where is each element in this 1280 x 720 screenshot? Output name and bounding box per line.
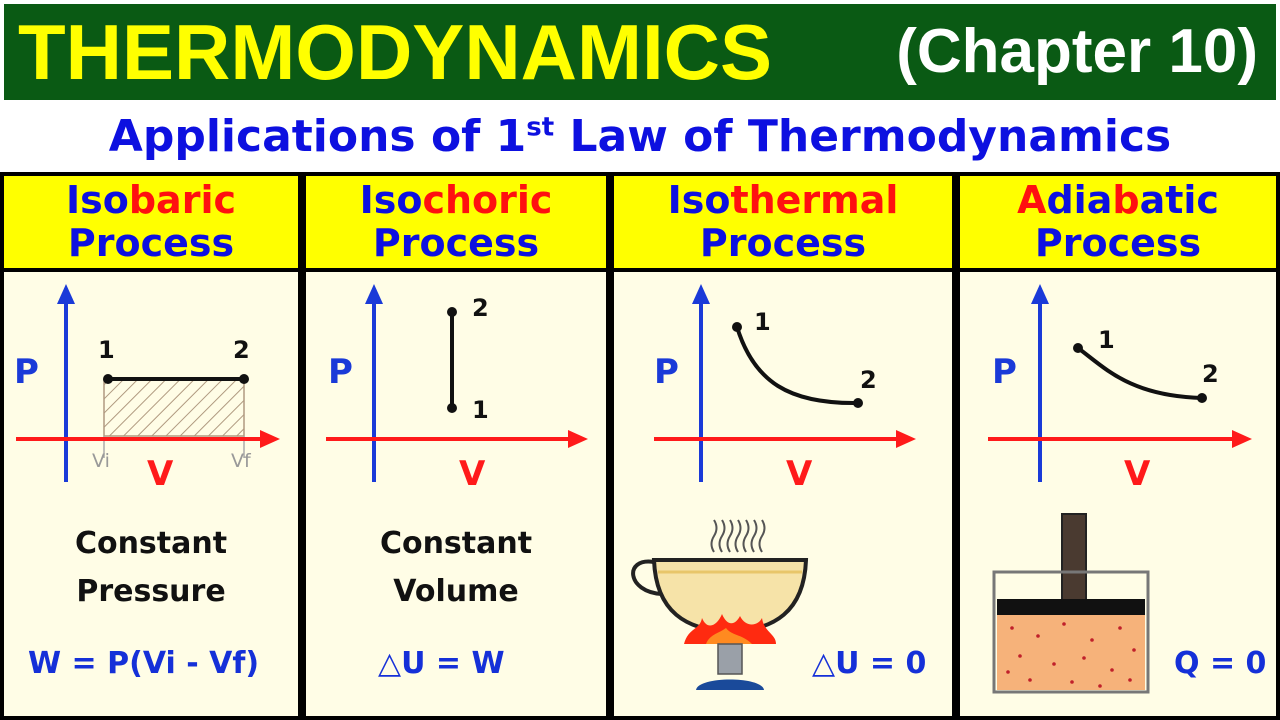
panel-adiabatic: Adiabatic Process [956, 172, 1280, 720]
gas-volume [997, 615, 1145, 690]
isothermal-rest: thermal [730, 178, 899, 222]
v-axis-arrow [896, 430, 916, 448]
p-axis-arrow [57, 284, 75, 304]
isobaric-rest: baric [128, 178, 236, 222]
piston-rod [1061, 513, 1087, 601]
isobaric-desc-line1: Constant [74, 526, 228, 561]
p-axis-arrow [692, 284, 710, 304]
flame-icon [684, 614, 776, 644]
isochoric-process-word: Process [372, 221, 540, 265]
isobaric-formula: W = P(Vi - Vf) [28, 646, 260, 681]
v-axis-label: V [786, 454, 813, 494]
point-label-1: 1 [754, 308, 771, 336]
point-label-1: 1 [98, 336, 115, 364]
adiabatic-part-a: A [1017, 178, 1047, 222]
v-axis-arrow [260, 430, 280, 448]
title-bar: THERMODYNAMICS (Chapter 10) [4, 4, 1276, 100]
subtitle-sup: st [526, 112, 555, 143]
isothermal-prefix: Iso [667, 178, 731, 222]
page-title: THERMODYNAMICS [18, 8, 772, 96]
pv-diagram-adiabatic [988, 284, 1252, 694]
chapter-label: (Chapter 10) [896, 17, 1258, 86]
v-axis-arrow [1232, 430, 1252, 448]
p-axis-arrow [1031, 284, 1049, 304]
panel-isochoric: Isochoric Process P V 2 1 Constant Volum… [302, 172, 610, 720]
state-point-2 [239, 374, 249, 384]
isobaric-desc-line2: Pressure [76, 574, 226, 609]
piston-head [997, 599, 1145, 615]
burner-stem [717, 643, 743, 675]
panel-body-isobaric: P V 1 2 Vi Vf Constant Pressure W = P(Vi… [4, 272, 298, 716]
panel-body-isothermal: P V 1 2 △U = 0 [614, 272, 952, 716]
panel-body-adiabatic: P V 1 2 Q = 0 [960, 272, 1276, 716]
state-point-2 [447, 307, 457, 317]
point-label-2: 2 [233, 336, 250, 364]
state-point-1 [103, 374, 113, 384]
isobaric-description: Constant Pressure [4, 520, 298, 616]
pv-diagram-isothermal [631, 284, 916, 690]
adiabatic-part-b: dia [1046, 178, 1113, 222]
isothermal-process-word: Process [699, 221, 867, 265]
panel-body-isochoric: P V 2 1 Constant Volume △U = W [306, 272, 606, 716]
v-axis-arrow [568, 430, 588, 448]
v-axis-label: V [459, 454, 486, 494]
panel-isobaric: Isobaric Process P [0, 172, 302, 720]
isochoric-description: Constant Volume [306, 520, 606, 616]
panel-header-isothermal: Isothermal Process [614, 176, 952, 268]
pv-diagram-isobaric [16, 284, 280, 482]
adiabat-curve [1076, 346, 1203, 400]
adiabatic-part-c: b [1112, 178, 1140, 222]
p-axis-label: P [992, 352, 1017, 392]
piston-cylinder-icon [992, 513, 1150, 694]
boiling-cup-icon [631, 558, 809, 635]
v-axis-label: V [147, 454, 174, 494]
p-axis-label: P [654, 352, 679, 392]
state-point-2 [1197, 393, 1207, 403]
work-area [103, 379, 245, 437]
isobaric-process-word: Process [67, 221, 235, 265]
adiabatic-formula: Q = 0 [1174, 646, 1267, 681]
point-label-1: 1 [1098, 326, 1115, 354]
isochoric-rest: choric [422, 178, 553, 222]
state-point-1 [1073, 343, 1083, 353]
panel-isothermal: Isothermal Process [610, 172, 956, 720]
flame-core [706, 628, 752, 644]
isotherm-curve [735, 326, 859, 406]
subtitle-pre: Applications of 1 [108, 111, 527, 162]
isobaric-prefix: Iso [65, 178, 129, 222]
p-axis-arrow [365, 284, 383, 304]
panel-header-adiabatic: Adiabatic Process [960, 176, 1276, 268]
p-axis-label: P [14, 352, 39, 392]
panel-header-isobaric: Isobaric Process [4, 176, 298, 268]
isochoric-desc-line2: Volume [393, 574, 519, 609]
pv-diagram-isochoric [326, 284, 588, 482]
adiabatic-process-word: Process [1034, 221, 1202, 265]
tick-label-vf: Vf [231, 450, 251, 472]
process-panels: Isobaric Process P [0, 172, 1280, 720]
gas-particles [1006, 622, 1136, 688]
adiabatic-part-d: atic [1139, 178, 1219, 222]
point-label-2: 2 [472, 294, 489, 322]
isochoric-desc-line1: Constant [379, 526, 533, 561]
point-label-2: 2 [860, 366, 877, 394]
tick-label-vi: Vi [92, 450, 110, 472]
v-axis-label: V [1124, 454, 1151, 494]
burner-base [696, 679, 764, 690]
p-axis-label: P [328, 352, 353, 392]
point-label-1: 1 [472, 396, 489, 424]
point-label-2: 2 [1202, 360, 1219, 388]
state-point-1 [732, 322, 742, 332]
state-point-1 [447, 403, 457, 413]
state-point-2 [853, 398, 863, 408]
isochoric-formula: △U = W [378, 646, 505, 681]
cylinder-wall [992, 570, 1150, 694]
steam-icon [710, 519, 766, 553]
panel-header-isochoric: Isochoric Process [306, 176, 606, 268]
isothermal-formula: △U = 0 [812, 646, 927, 681]
subtitle: Applications of 1st Law of Thermodynamic… [0, 104, 1280, 170]
subtitle-post: Law of Thermodynamics [554, 111, 1172, 162]
isochoric-prefix: Iso [359, 178, 423, 222]
